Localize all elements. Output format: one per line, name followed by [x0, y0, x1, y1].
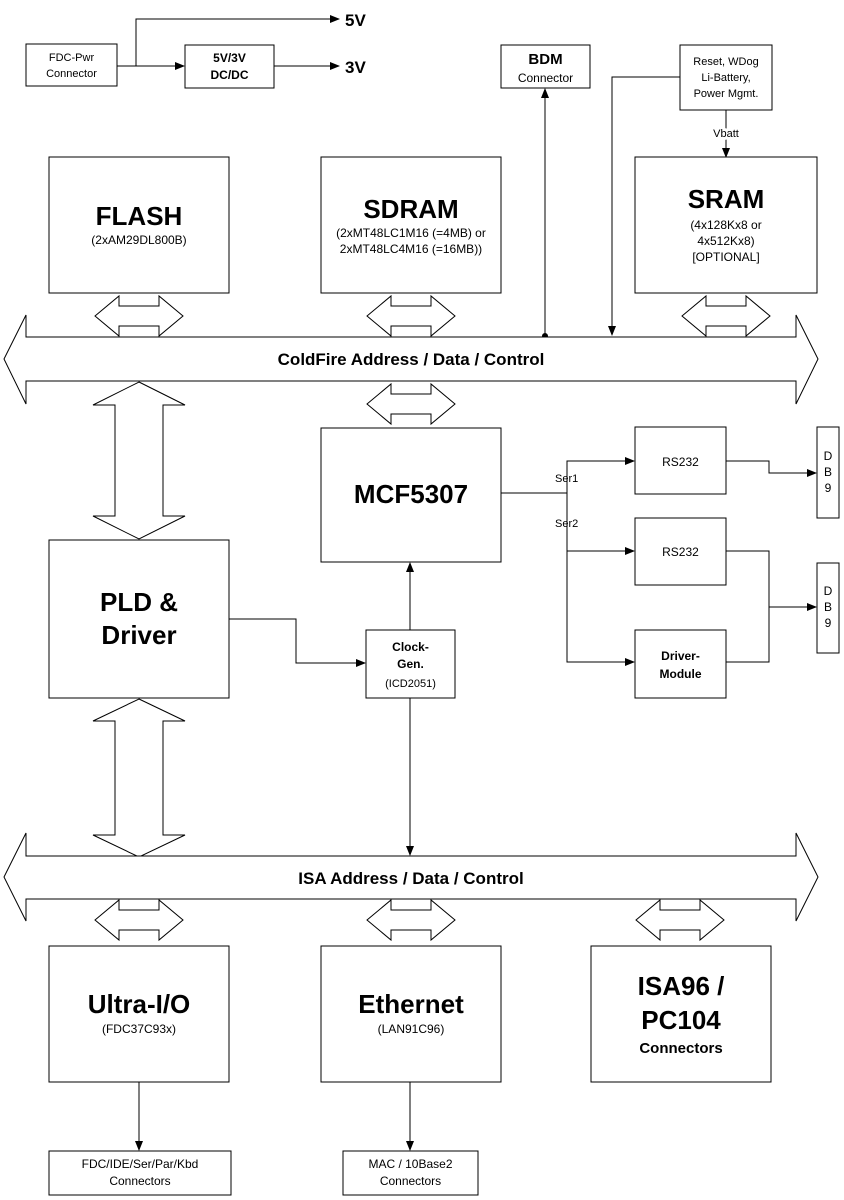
sdram-bus-arrow — [366, 294, 456, 338]
driver-module-label-2: Module — [660, 667, 702, 681]
sram-box: SRAM (4x128Kx8 or 4x512Kx8) [OPTIONAL] — [634, 156, 818, 294]
ethernet-connectors-box: MAC / 10Base2 Connectors — [342, 1150, 479, 1196]
sram-sub-3: [OPTIONAL] — [692, 250, 759, 264]
db9-b-char-3: 9 — [825, 616, 832, 630]
pld-title-1: PLD & — [100, 587, 178, 617]
clock-gen-label-1: Clock- — [392, 640, 429, 654]
dcdc-label-2: DC/DC — [211, 68, 249, 82]
ethernet-conn-label-1: MAC / 10Base2 — [368, 1157, 452, 1171]
isa96-title-2: PC104 — [641, 1005, 721, 1035]
db9-b-char-2: B — [824, 600, 832, 614]
db9-a-char-2: B — [824, 465, 832, 479]
ultra-io-box: Ultra-I/O (FDC37C93x) — [48, 945, 230, 1083]
dcdc-label-1: 5V/3V — [213, 51, 246, 65]
fdc-pwr-connector: FDC-Pwr Connector — [25, 43, 118, 87]
bdm-connector: BDM Connector — [500, 44, 591, 89]
fdc-pwr-connector-label: Connector — [46, 68, 97, 80]
flash-bus-arrow — [94, 294, 184, 338]
db9-a-char-1: D — [824, 449, 833, 463]
ultra-bus-arrow — [94, 898, 184, 942]
fdc-pwr-label: FDC-Pwr — [49, 52, 95, 64]
coldfire-bus-label: ColdFire Address / Data / Control — [278, 350, 545, 369]
db9-connector-b: D B 9 — [816, 562, 840, 654]
vbatt-label: Vbatt — [713, 128, 739, 140]
isa-bus-arrow — [3, 832, 819, 922]
clock-gen-sub: (ICD2051) — [385, 678, 436, 690]
isa96-title-3: Connectors — [639, 1040, 722, 1057]
bdm-sub: Connector — [518, 71, 573, 85]
driver-module-label-1: Driver- — [661, 649, 700, 663]
rs232-box-a: RS232 — [634, 426, 727, 495]
output-5v-label: 5V — [345, 11, 366, 30]
rs232-box-b: RS232 — [634, 517, 727, 586]
ultra-conn-label-1: FDC/IDE/Ser/Par/Kbd — [82, 1157, 199, 1171]
sram-bus-arrow — [681, 294, 771, 338]
sram-title: SRAM — [688, 184, 765, 214]
mcf5307-title: MCF5307 — [354, 479, 468, 509]
ultra-io-title: Ultra-I/O — [88, 989, 191, 1019]
flash-title: FLASH — [96, 201, 183, 231]
dcdc-converter: 5V/3V DC/DC — [184, 44, 275, 89]
ultra-conn-label-2: Connectors — [109, 1174, 170, 1188]
reset-line-2: Li-Battery, — [701, 72, 750, 84]
clock-lines — [229, 562, 414, 856]
isa96-title-1: ISA96 / — [638, 971, 725, 1001]
ser2-label: Ser2 — [555, 518, 578, 530]
clock-gen-box: Clock- Gen. (ICD2051) — [365, 629, 456, 699]
mcf5307-box: MCF5307 — [320, 427, 502, 563]
sdram-box: SDRAM (2xMT48LC1M16 (=4MB) or 2xMT48LC4M… — [320, 156, 502, 294]
isa96-pc104-box: ISA96 / PC104 Connectors — [590, 945, 772, 1083]
sdram-sub-1: (2xMT48LC1M16 (=4MB) or — [336, 226, 486, 240]
sram-sub-1: (4x128Kx8 or — [690, 218, 761, 232]
reset-wdog-box: Reset, WDog Li-Battery, Power Mgmt. — [679, 44, 773, 111]
flash-box: FLASH (2xAM29DL800B) — [48, 156, 230, 294]
driver-module-box: Driver- Module — [634, 629, 727, 699]
ethernet-conn-label-2: Connectors — [380, 1174, 441, 1188]
ethernet-title: Ethernet — [358, 989, 464, 1019]
pld-coldfire-arrow — [92, 381, 186, 540]
db9-connector-a: D B 9 — [816, 426, 840, 519]
vbatt-bg: Vbatt — [713, 128, 739, 140]
db9-a-char-3: 9 — [825, 481, 832, 495]
sdram-sub-2: 2xMT48LC4M16 (=16MB)) — [340, 242, 482, 256]
coldfire-bus-arrow — [3, 314, 819, 405]
serial-lines — [501, 457, 817, 666]
sram-sub-2: 4x512Kx8) — [697, 234, 754, 248]
flash-sub: (2xAM29DL800B) — [91, 233, 186, 247]
sdram-title: SDRAM — [363, 194, 458, 224]
rs232-b-label: RS232 — [662, 545, 699, 559]
ethernet-bus-arrow — [366, 898, 456, 942]
isa96-bus-arrow — [635, 898, 725, 942]
isa-bus-label: ISA Address / Data / Control — [298, 869, 523, 888]
output-3v-label: 3V — [345, 58, 366, 77]
ethernet-sub: (LAN91C96) — [378, 1022, 445, 1036]
reset-line — [608, 76, 680, 336]
power-lines — [117, 15, 340, 70]
bdm-title: BDM — [528, 51, 562, 68]
pld-isa-arrow — [92, 698, 186, 858]
reset-line-1: Reset, WDog — [693, 56, 758, 68]
ethernet-box: Ethernet (LAN91C96) — [320, 945, 502, 1083]
pld-title-2: Driver — [101, 620, 176, 650]
db9-b-char-1: D — [824, 584, 833, 598]
rs232-a-label: RS232 — [662, 455, 699, 469]
reset-line-3: Power Mgmt. — [694, 88, 759, 100]
ultra-io-sub: (FDC37C93x) — [102, 1022, 176, 1036]
clock-gen-label-2: Gen. — [397, 657, 424, 671]
pld-driver-box: PLD & Driver — [48, 539, 230, 699]
mcf-bus-arrow — [366, 382, 456, 426]
ser1-label: Ser1 — [555, 473, 578, 485]
ultra-connectors-box: FDC/IDE/Ser/Par/Kbd Connectors — [48, 1150, 232, 1196]
